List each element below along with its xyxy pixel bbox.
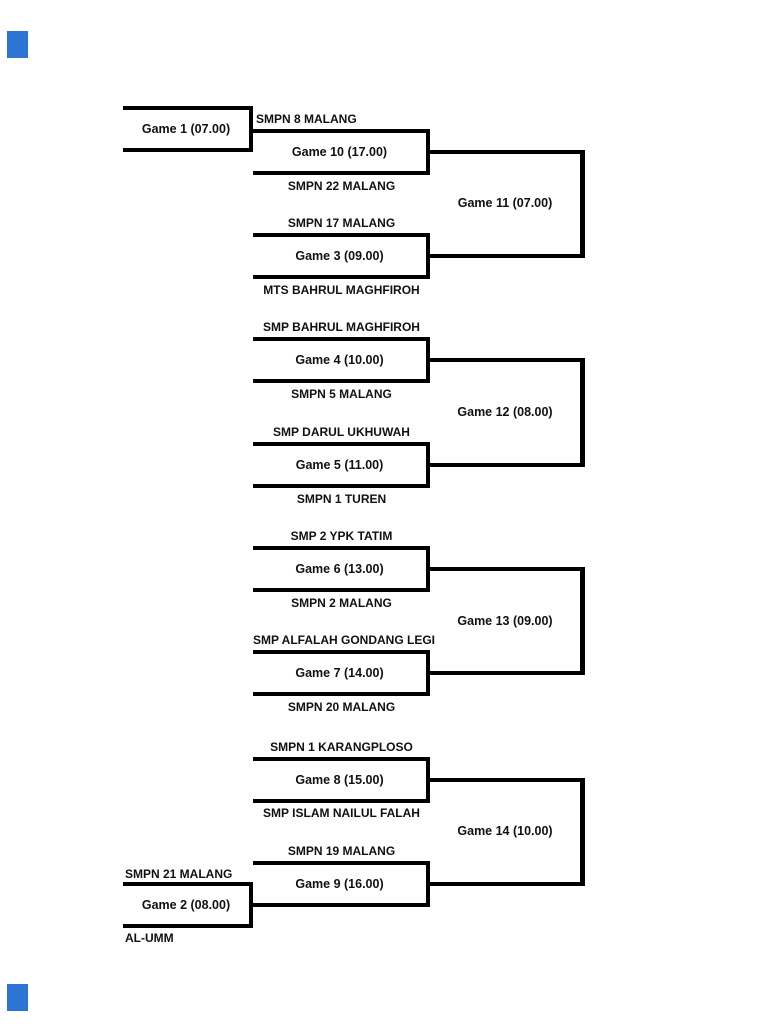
game-8-winner-line	[428, 778, 585, 782]
game-5-winner-line	[428, 463, 585, 467]
game-4-top-team: SMP BAHRUL MAGHFIROH	[263, 320, 420, 334]
game-10-top-team: SMPN 8 MALANG	[256, 112, 357, 126]
game-8-label: Game 8 (15.00)	[295, 773, 384, 787]
game-5-bottom-team: SMPN 1 TUREN	[296, 492, 387, 506]
game-12-bracket-line	[580, 358, 585, 467]
game-3-label: Game 3 (09.00)	[295, 249, 384, 263]
game-9-winner-line	[428, 882, 585, 886]
game-2-label: Game 2 (08.00)	[141, 898, 231, 912]
game-11-label: Game 11 (07.00)	[457, 196, 553, 210]
game-10-label: Game 10 (17.00)	[291, 145, 388, 159]
game-8-box: Game 8 (15.00)	[253, 757, 430, 803]
game-6-box: Game 6 (13.00)	[253, 546, 430, 592]
game-13-label: Game 13 (09.00)	[457, 614, 553, 628]
game-2-top-team: SMPN 21 MALANG	[125, 867, 233, 881]
game-6-winner-line	[428, 567, 585, 571]
game-3-bottom-team: MTS BAHRUL MAGHFIROH	[263, 283, 420, 297]
game-2-bottom-team: AL-UMM	[125, 931, 174, 945]
game-6-top-team: SMP 2 YPK TATIM	[290, 529, 393, 543]
game-14-label: Game 14 (10.00)	[457, 824, 553, 838]
page-marker-bottom-icon	[7, 984, 28, 1011]
game-9-top-team: SMPN 19 MALANG	[287, 844, 396, 858]
game-9-label: Game 9 (16.00)	[295, 877, 384, 891]
game-2-box: Game 2 (08.00)	[123, 882, 253, 928]
game-5-box: Game 5 (11.00)	[253, 442, 430, 488]
game-1-label: Game 1 (07.00)	[141, 122, 231, 136]
game-10-winner-line	[428, 150, 585, 154]
game-1-box: Game 1 (07.00)	[123, 106, 253, 152]
game-5-top-team: SMP DARUL UKHUWAH	[273, 425, 410, 439]
game-10-bottom-team: SMPN 22 MALANG	[287, 179, 396, 193]
game-4-box: Game 4 (10.00)	[253, 337, 430, 383]
game-7-top-team: SMP ALFALAH GONDANG LEGI	[253, 633, 436, 647]
game-6-label: Game 6 (13.00)	[295, 562, 384, 576]
game-7-box: Game 7 (14.00)	[253, 650, 430, 696]
game-7-bottom-team: SMPN 20 MALANG	[287, 700, 396, 714]
game-3-box: Game 3 (09.00)	[253, 233, 430, 279]
game-10-box: Game 10 (17.00)	[253, 129, 430, 175]
game-4-bottom-team: SMPN 5 MALANG	[291, 387, 392, 401]
game-4-winner-line	[428, 358, 585, 362]
game-5-label: Game 5 (11.00)	[295, 458, 384, 472]
game-8-top-team: SMPN 1 KARANGPLOSO	[270, 740, 413, 754]
game-12-label: Game 12 (08.00)	[457, 405, 553, 419]
game-3-winner-line	[428, 254, 585, 258]
game-9-box: Game 9 (16.00)	[253, 861, 430, 907]
game-8-bottom-team: SMP ISLAM NAILUL FALAH	[263, 806, 420, 820]
game-7-label: Game 7 (14.00)	[295, 666, 384, 680]
game-14-bracket-line	[580, 778, 585, 886]
game-11-bracket-line	[580, 150, 585, 258]
game-4-label: Game 4 (10.00)	[295, 353, 384, 367]
game-6-bottom-team: SMPN 2 MALANG	[291, 596, 392, 610]
page-marker-top-icon	[7, 31, 28, 58]
game-3-top-team: SMPN 17 MALANG	[287, 216, 396, 230]
game-13-bracket-line	[580, 567, 585, 675]
game-7-winner-line	[428, 671, 585, 675]
